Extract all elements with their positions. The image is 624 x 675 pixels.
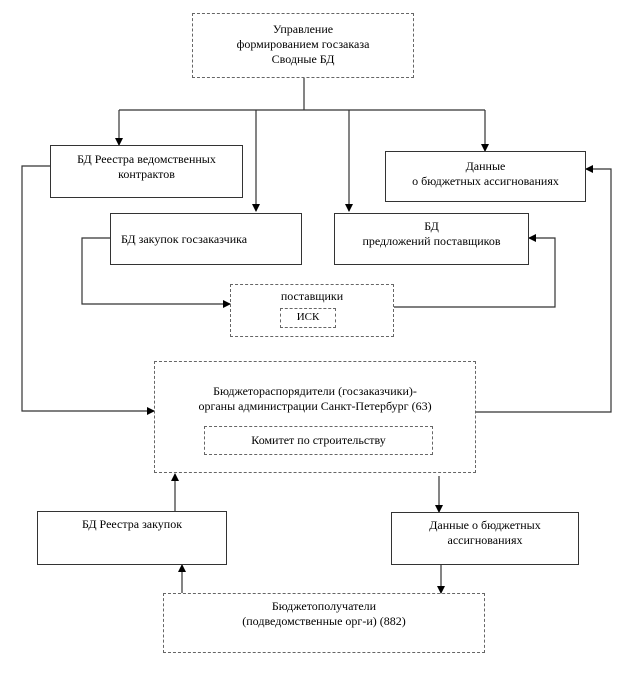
budget-recipients-box: Бюджетополучатели (подведомственные орг-… bbox=[163, 593, 485, 653]
purchase-registry-box: БД Реестра закупок bbox=[37, 511, 227, 565]
suppliers-box: поставщики bbox=[230, 284, 394, 337]
construction-committee-label: Комитет по строительству bbox=[251, 433, 386, 447]
label-line: органы администрации Санкт-Петербург (63… bbox=[198, 399, 432, 413]
purchases-db-box: БД закупок госзаказчика bbox=[110, 213, 302, 265]
isk-label: ИСК bbox=[296, 311, 320, 323]
management-box: Управление формированием госзаказа Сводн… bbox=[192, 13, 414, 78]
trunk-line bbox=[119, 78, 485, 111]
label-line: БД закупок госзаказчика bbox=[121, 232, 248, 246]
budget-data-bottom-box: Данные о бюджетных ассигнованиях bbox=[391, 512, 579, 565]
supplier-offers-db-box: БД предложений поставщиков bbox=[334, 213, 529, 265]
label-line: БД Реестра закупок bbox=[81, 517, 183, 531]
construction-committee-box: Комитет по строительству bbox=[204, 426, 433, 455]
budget-data-top-box: Данные о бюджетных ассигнованиях bbox=[385, 151, 586, 202]
management-line: Сводные БД bbox=[271, 52, 335, 66]
suppliers-label: поставщики bbox=[280, 289, 344, 303]
management-line: формированием госзаказа bbox=[236, 37, 370, 51]
label-line: Данные bbox=[465, 159, 506, 173]
label-line: Бюджетораспорядители (госзаказчики)- bbox=[213, 384, 417, 398]
label-line: ассигнованиях bbox=[447, 533, 523, 547]
label-line: Бюджетополучатели bbox=[271, 599, 377, 613]
label-line: о бюджетных ассигнованиях bbox=[412, 174, 559, 188]
label-line: контрактов bbox=[118, 167, 175, 181]
isk-box: ИСК bbox=[280, 308, 336, 328]
label-line: предложений поставщиков bbox=[362, 234, 501, 248]
label-line: Данные о бюджетных bbox=[429, 518, 541, 532]
label-line: (подведомственные орг-и) (882) bbox=[242, 614, 406, 628]
budget-managers-box: Бюджетораспорядители (госзаказчики)- орг… bbox=[154, 361, 476, 473]
arrow-registry-to-managers bbox=[21, 165, 155, 415]
arrow-purchases-to-suppliers bbox=[81, 237, 231, 308]
registry-contracts-box: БД Реестра ведомственных контрактов bbox=[50, 145, 243, 198]
arrow-managers-to-budget-data bbox=[476, 165, 612, 413]
label-line: БД bbox=[424, 219, 439, 233]
management-line: Управление bbox=[272, 22, 334, 36]
label-line: БД Реестра ведомственных bbox=[77, 152, 216, 166]
arrow-suppliers-to-offers bbox=[394, 234, 556, 308]
